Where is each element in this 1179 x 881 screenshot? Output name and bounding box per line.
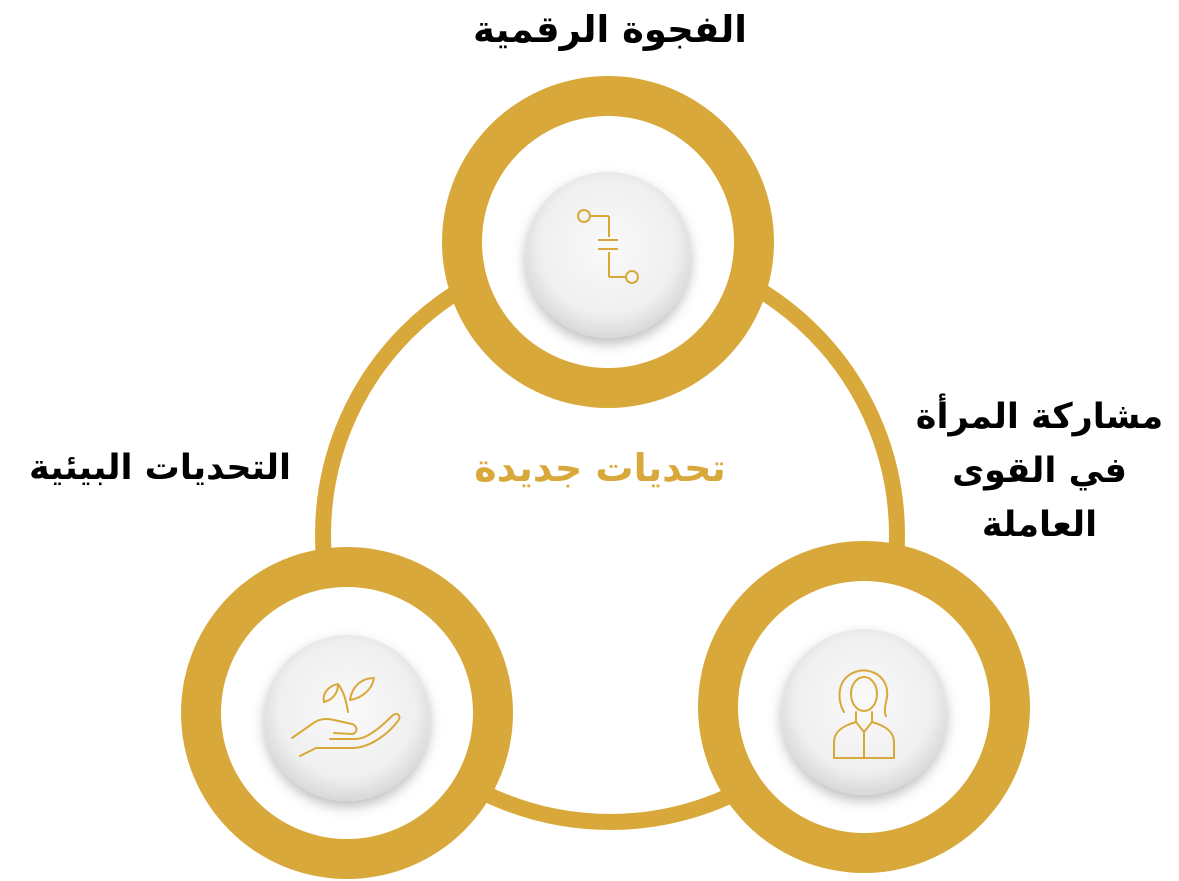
- label-digital-gap: الفجوة الرقمية: [473, 8, 747, 51]
- label-environmental-challenges: التحديات البيئية: [28, 448, 292, 488]
- circuit-icon: [577, 209, 639, 284]
- plant-in-hand-icon: [291, 677, 401, 757]
- label-women-workforce: مشاركة المرأة في القوى العاملة: [915, 397, 1164, 545]
- node-left: [181, 547, 513, 879]
- node-left-inner-disc: [264, 635, 430, 801]
- node-right: [698, 541, 1030, 873]
- woman-avatar-icon: [833, 669, 895, 759]
- node-top: [442, 76, 774, 408]
- center-title: تحديات جديدة: [474, 446, 726, 490]
